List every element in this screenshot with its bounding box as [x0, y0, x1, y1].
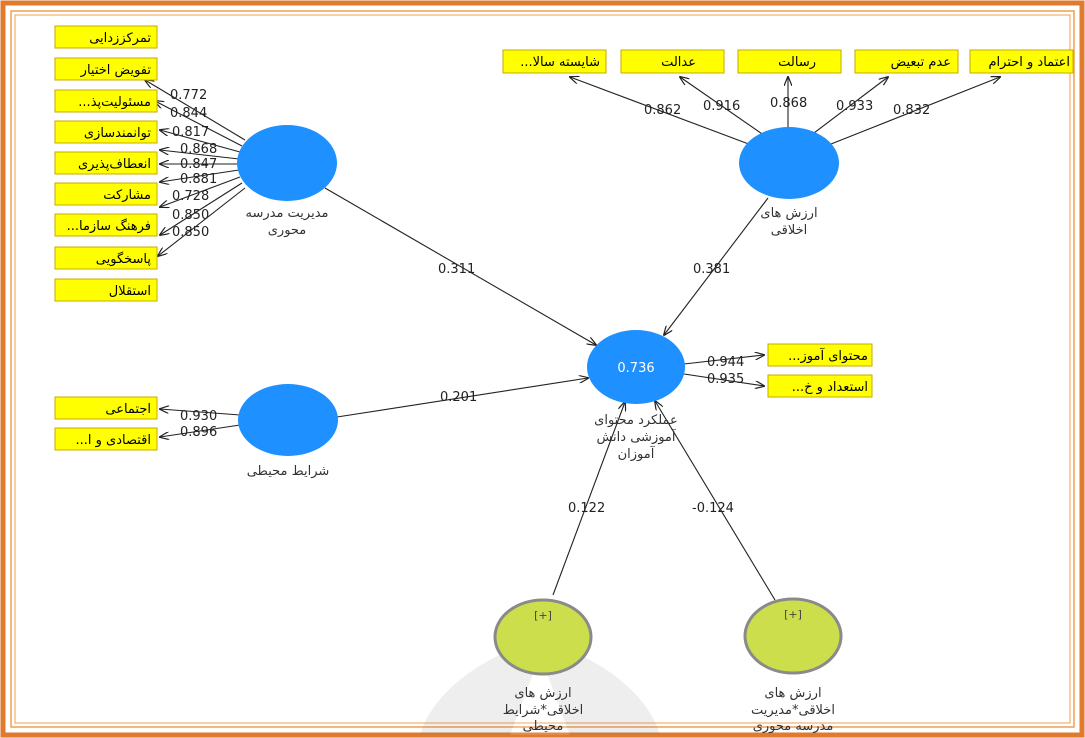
svg-text:0.381: 0.381: [693, 262, 730, 277]
svg-text:0.868: 0.868: [180, 142, 217, 157]
svg-text:...اقتصادی و ا: ...اقتصادی و ا: [75, 433, 151, 448]
indicator-pasokhgooyi: پاسخگویی: [54, 246, 158, 270]
svg-text:0.916: 0.916: [703, 99, 740, 114]
svg-text:0.201: 0.201: [440, 390, 477, 405]
indicator-resalat: رسالت: [737, 49, 842, 74]
outcome-loading-values: 0.944 0.935: [707, 355, 744, 387]
env-loading-values: 0.930 0.896: [180, 409, 217, 440]
indicator-shayesteh: ...شایسته سالا: [502, 49, 607, 74]
svg-text:0.817: 0.817: [172, 125, 209, 140]
svg-text:0.122: 0.122: [568, 501, 605, 516]
indicator-mosharekat: مشارکت: [54, 182, 158, 206]
svg-text:0.944: 0.944: [707, 355, 744, 370]
indicator-esteedad: ...استعداد و خ: [767, 374, 873, 398]
construct-outcome: 0.736 عملکرد محتوای آموزشی دانش آموزان: [587, 330, 685, 462]
school-management-loadings: [145, 80, 246, 256]
svg-text:0.881: 0.881: [180, 172, 217, 187]
svg-text:0.862: 0.862: [644, 103, 681, 118]
svg-text:0.832: 0.832: [893, 103, 930, 118]
svg-text:-0.124: -0.124: [692, 501, 734, 516]
inner-border-2: [14, 14, 1071, 724]
outcome-loadings: [683, 355, 764, 386]
indicator-farhang: ...فرهنگ سازما: [54, 213, 158, 237]
indicator-etemad: اعتماد و احترام: [969, 49, 1074, 74]
structural-paths: [324, 187, 776, 601]
indicator-esteghlal: استقلال: [54, 278, 158, 302]
indicator-masouliat: ...مسئولیت‌پذ: [54, 89, 158, 113]
svg-text:استقلال: استقلال: [109, 284, 151, 299]
svg-text:اخلاقی*مدیریت: اخلاقی*مدیریت: [751, 703, 835, 718]
svg-text:آموزشی دانش: آموزشی دانش: [596, 428, 676, 445]
moderator-expand-badge: [+]: [534, 609, 552, 622]
values-loading-values: 0.862 0.916 0.868 0.933 0.832: [644, 96, 930, 118]
outcome-r-squared: 0.736: [617, 361, 654, 376]
svg-text:0.896: 0.896: [180, 425, 217, 440]
moderator-expand-badge: [+]: [784, 608, 802, 621]
construct-moderator-values-env: [+] ارزش های اخلاقی*شرایط محیطی: [493, 598, 593, 734]
svg-text:تمرکززدایی: تمرکززدایی: [89, 31, 151, 46]
svg-text:0.930: 0.930: [180, 409, 217, 424]
indicator-enetaf: انعطاف‌پذیری: [54, 151, 158, 175]
svg-text:0.847: 0.847: [180, 157, 217, 172]
svg-text:مدرسه محوری: مدرسه محوری: [753, 719, 834, 734]
svg-text:0.935: 0.935: [707, 372, 744, 387]
svg-text:...فرهنگ سازما: ...فرهنگ سازما: [67, 218, 151, 234]
svg-text:...محتوای آموز: ...محتوای آموز: [788, 347, 868, 364]
construct-moderator-values-school: [+] ارزش های اخلاقی*مدیریت مدرسه محوری: [743, 597, 843, 734]
inner-border: [10, 10, 1075, 728]
svg-text:...شایسته سالا: ...شایسته سالا: [520, 55, 600, 70]
svg-text:مدیریت مدرسه: مدیریت مدرسه: [245, 206, 328, 221]
svg-text:اجتماعی: اجتماعی: [105, 402, 151, 417]
indicator-tafviz: تفویض اختیار: [54, 57, 158, 81]
env-loadings: [160, 409, 241, 437]
svg-text:اعتماد و احترام: اعتماد و احترام: [988, 55, 1070, 70]
svg-text:0.868: 0.868: [770, 96, 807, 111]
path-coefficients: 0.311 0.381 0.201 0.122 -0.124: [438, 262, 734, 516]
svg-text:...مسئولیت‌پذ: ...مسئولیت‌پذ: [78, 95, 151, 110]
svg-text:0.311: 0.311: [438, 262, 475, 277]
construct-ethical-values: ارزش های اخلاقی: [739, 127, 839, 238]
svg-text:0.850: 0.850: [172, 208, 209, 223]
svg-text:آموزان: آموزان: [618, 445, 656, 462]
svg-text:پاسخگویی: پاسخگویی: [96, 251, 152, 267]
svg-text:0.772: 0.772: [170, 88, 207, 103]
svg-text:انعطاف‌پذیری: انعطاف‌پذیری: [78, 157, 151, 172]
indicator-adam-tabiz: عدم تبعیض: [854, 49, 959, 74]
construct-school-management: مدیریت مدرسه محوری: [237, 125, 337, 238]
indicator-ejtemaei: اجتماعی: [54, 396, 158, 420]
svg-text:توانمندسازی: توانمندسازی: [84, 126, 152, 141]
svg-text:محیطی: محیطی: [523, 719, 564, 734]
svg-text:0.933: 0.933: [836, 99, 873, 114]
svg-text:0.850: 0.850: [172, 225, 209, 240]
svg-text:ارزش های: ارزش های: [514, 686, 571, 701]
watermark-ornament: [420, 640, 660, 735]
svg-text:مشارکت: مشارکت: [103, 188, 151, 203]
values-loadings: [570, 77, 1000, 147]
svg-text:عدالت: عدالت: [661, 55, 696, 70]
svg-text:عدم تبعیض: عدم تبعیض: [891, 55, 951, 70]
svg-text:محوری: محوری: [268, 223, 307, 238]
svg-text:...استعداد و خ: ...استعداد و خ: [792, 380, 868, 395]
construct-environment: شرایط محیطی: [238, 384, 338, 479]
svg-text:عملکرد محتوای: عملکرد محتوای: [594, 413, 678, 428]
svg-text:اخلاقی*شرایط: اخلاقی*شرایط: [503, 703, 584, 718]
svg-text:ارزش های: ارزش های: [760, 206, 817, 221]
svg-text:0.728: 0.728: [172, 189, 209, 204]
indicator-mohtava: ...محتوای آموز: [767, 343, 873, 367]
svg-text:0.844: 0.844: [170, 106, 207, 121]
indicator-tavanmandsazi: توانمندسازی: [54, 120, 158, 144]
svg-text:شرایط محیطی: شرایط محیطی: [247, 464, 330, 479]
svg-text:اخلاقی: اخلاقی: [771, 223, 807, 238]
svg-text:تفویض اختیار: تفویض اختیار: [80, 63, 152, 78]
indicator-tamarkoz: تمرکززدایی: [54, 25, 158, 49]
svg-text:رسالت: رسالت: [778, 55, 816, 70]
indicator-edalat: عدالت: [620, 49, 725, 74]
svg-text:ارزش های: ارزش های: [764, 686, 821, 701]
school-loading-values: 0.772 0.844 0.817 0.868 0.847 0.881 0.72…: [170, 88, 217, 240]
indicator-eghtesadi: ...اقتصادی و ا: [54, 427, 158, 451]
